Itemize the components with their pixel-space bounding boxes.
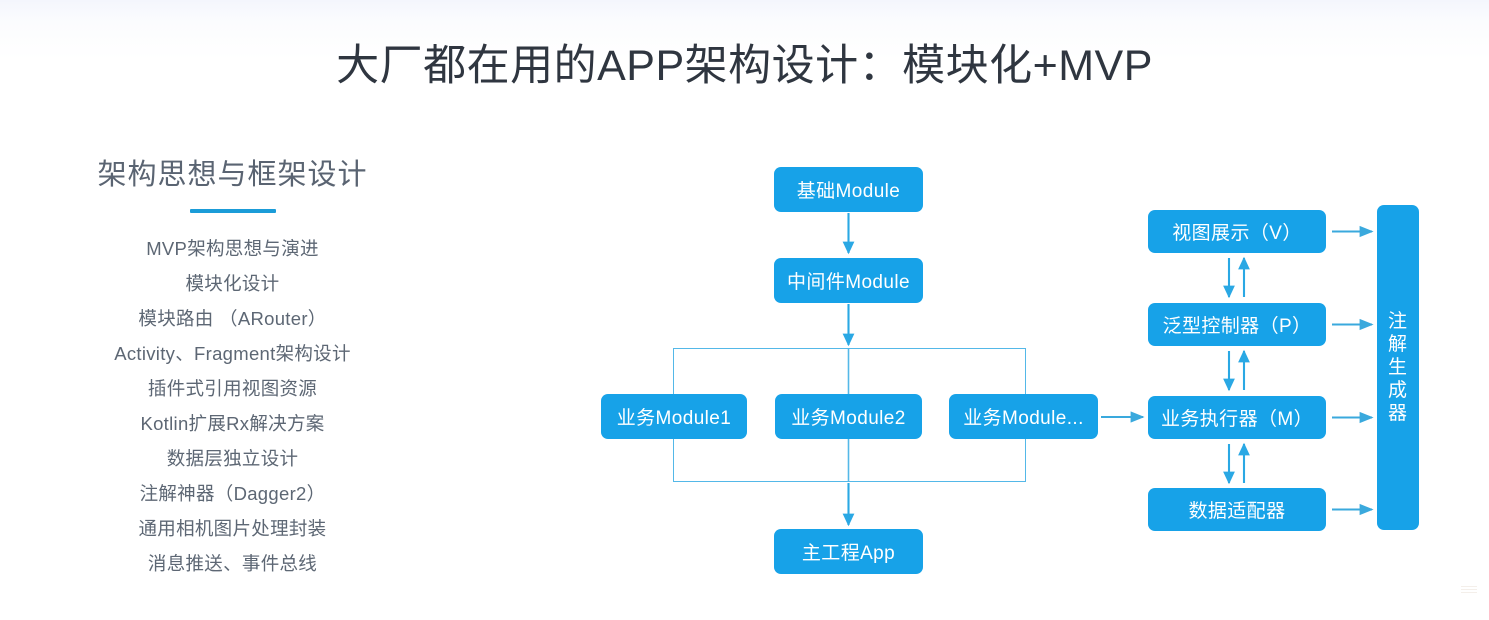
node-middleware-module[interactable]: 中间件Module bbox=[774, 258, 923, 303]
annotation-char: 注 bbox=[1387, 310, 1408, 332]
node-mvp-presenter[interactable]: 泛型控制器（P） bbox=[1148, 303, 1326, 346]
node-annotation-generator[interactable]: 注 解 生 成 器 bbox=[1377, 205, 1419, 530]
annotation-char: 生 bbox=[1387, 356, 1408, 378]
page-title: 大厂都在用的APP架构设计：模块化+MVP bbox=[336, 42, 1153, 90]
list-item: 通用相机图片处理封装 bbox=[138, 517, 327, 539]
list-item: 注解神器（Dagger2） bbox=[139, 482, 326, 504]
list-item: 消息推送、事件总线 bbox=[147, 552, 318, 574]
corner-watermark-mark bbox=[1461, 586, 1477, 594]
node-mvp-view[interactable]: 视图展示（V） bbox=[1148, 210, 1326, 253]
node-base-module[interactable]: 基础Module bbox=[774, 167, 923, 212]
list-item: 模块化设计 bbox=[185, 272, 280, 294]
list-item: 数据层独立设计 bbox=[166, 447, 299, 469]
list-item: Activity、Fragment架构设计 bbox=[114, 342, 351, 364]
node-business-module-more[interactable]: 业务Module... bbox=[949, 394, 1098, 439]
list-item: Kotlin扩展Rx解决方案 bbox=[140, 412, 325, 434]
node-data-adapter[interactable]: 数据适配器 bbox=[1148, 488, 1326, 531]
topics-heading: 架构思想与框架设计 bbox=[97, 159, 368, 191]
topics-panel: 架构思想与框架设计 MVP架构思想与演进 模块化设计 模块路由 （ARouter… bbox=[60, 158, 405, 581]
heading-underline bbox=[189, 208, 276, 213]
node-main-app[interactable]: 主工程App bbox=[774, 529, 923, 574]
annotation-char: 解 bbox=[1387, 333, 1408, 355]
list-item: 插件式引用视图资源 bbox=[147, 377, 318, 399]
node-business-module-1[interactable]: 业务Module1 bbox=[601, 394, 747, 439]
node-business-module-2[interactable]: 业务Module2 bbox=[775, 394, 922, 439]
topics-list: MVP架构思想与演进 模块化设计 模块路由 （ARouter） Activity… bbox=[60, 231, 405, 581]
list-item: MVP架构思想与演进 bbox=[146, 237, 319, 259]
node-mvp-model[interactable]: 业务执行器（M） bbox=[1148, 396, 1326, 439]
list-item: 模块路由 （ARouter） bbox=[138, 307, 327, 329]
annotation-char: 成 bbox=[1387, 380, 1408, 402]
annotation-char: 器 bbox=[1387, 403, 1408, 425]
